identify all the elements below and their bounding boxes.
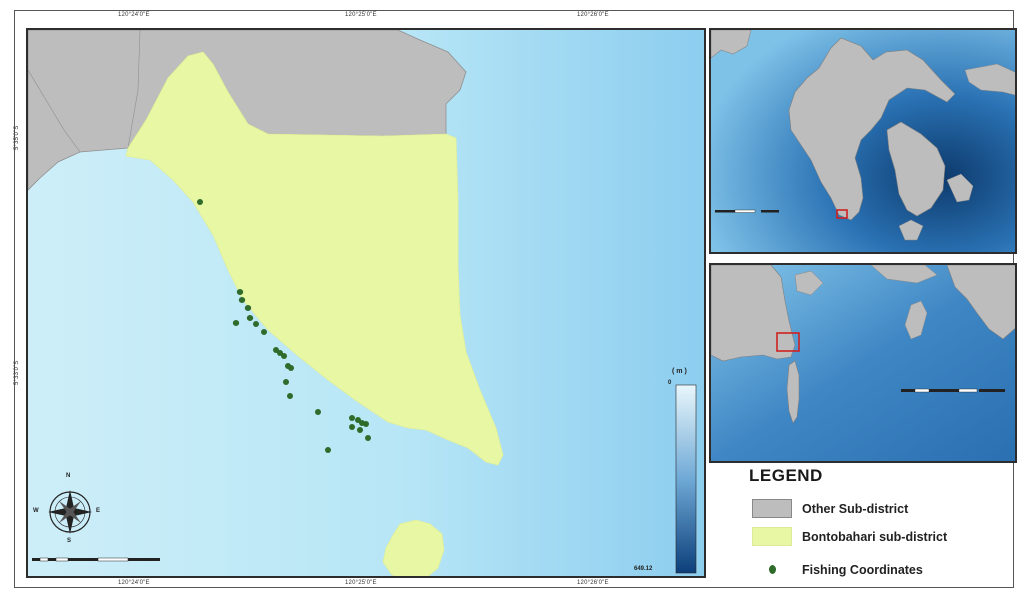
compass-n-label: N <box>66 473 71 479</box>
fishing-points <box>197 199 371 453</box>
inset2-scale-bar <box>901 388 1005 393</box>
fishing-point <box>281 353 287 359</box>
fishing-point <box>261 329 267 335</box>
boundary-line <box>28 69 81 153</box>
fishing-point <box>357 427 363 433</box>
depth-colorbar <box>675 384 697 574</box>
inset1-scale-bar <box>715 209 779 213</box>
bontobahari-subdistrict <box>125 51 504 466</box>
legend-label-fishing: Fishing Coordinates <box>802 562 923 577</box>
tick-bottom-2: 120°25'0"E <box>345 580 377 586</box>
tick-bottom-3: 120°26'0"E <box>577 580 609 586</box>
fishing-point <box>325 447 331 453</box>
fishing-point <box>283 379 289 385</box>
main-map-svg <box>28 30 704 576</box>
fishing-point <box>232 320 240 326</box>
tick-top-3: 120°26'0"E <box>577 12 609 18</box>
inset2-study-area-box <box>776 332 800 352</box>
inset-map-sulawesi[interactable] <box>709 28 1017 254</box>
legend-label-bontobahari: Bontobahari sub-district <box>802 529 948 544</box>
fishing-point <box>244 305 252 311</box>
fishing-point <box>287 393 293 399</box>
legend-swatch-other <box>752 499 792 518</box>
inset1-land-nw <box>711 30 752 59</box>
fishing-point <box>349 424 355 430</box>
inset2-land <box>794 270 824 296</box>
fishing-point-symbol <box>768 565 776 574</box>
depth-min-label: 649.12 <box>634 566 653 572</box>
inset2-mainland <box>711 265 796 362</box>
legend-item-bontobahari: Bontobahari sub-district <box>752 527 947 546</box>
boundary-line <box>127 30 141 149</box>
legend-title: LEGEND <box>749 466 823 485</box>
small-island <box>382 519 445 576</box>
legend-item-other: Other Sub-district <box>752 499 908 518</box>
compass-rose <box>48 490 92 534</box>
inset1-se-peninsula <box>886 121 946 217</box>
legend-swatch-fishing <box>752 560 792 579</box>
compass-w-label: W <box>33 508 39 514</box>
fishing-point <box>363 421 369 427</box>
legend-swatch-bontobahari <box>752 527 792 546</box>
tick-top-2: 120°25'0"E <box>345 12 377 18</box>
scale-bar <box>32 557 160 562</box>
inset2-island-mid <box>904 300 928 340</box>
inset1-sulawesi-land <box>788 37 956 221</box>
compass-e-label: E <box>96 508 101 514</box>
inset-map-south-sulawesi-svg <box>711 265 1015 461</box>
compass-s-label: S <box>67 538 72 544</box>
fishing-point <box>253 321 259 327</box>
fishing-point <box>365 435 371 441</box>
inset1-land-ne <box>964 63 1015 96</box>
inset-map-south-sulawesi[interactable] <box>709 263 1017 463</box>
inset2-land-north <box>870 265 938 284</box>
inset1-study-area-box <box>836 209 848 219</box>
fishing-point <box>238 297 246 303</box>
inset2-land-east <box>946 265 1015 340</box>
fishing-point <box>197 199 203 205</box>
main-map[interactable] <box>26 28 706 578</box>
fishing-point <box>288 365 294 371</box>
inset1-island-south <box>898 219 924 241</box>
fishing-point <box>349 415 355 421</box>
tick-top-1: 120°24'0"E <box>118 12 150 18</box>
tick-left-2: 5°33'0"S <box>14 360 20 385</box>
fishing-point <box>236 289 244 295</box>
legend-item-fishing: Fishing Coordinates <box>752 560 923 579</box>
tick-left-1: 5°35'0"S <box>14 125 20 150</box>
inset2-selayar-island <box>786 360 800 424</box>
fishing-point <box>246 315 254 321</box>
tick-bottom-1: 120°24'0"E <box>118 580 150 586</box>
inset-map-sulawesi-svg <box>711 30 1015 252</box>
fishing-point <box>315 409 321 415</box>
legend-label-other: Other Sub-district <box>802 501 909 516</box>
depth-max-label: 0 <box>668 380 672 386</box>
inset1-island <box>946 173 974 203</box>
depth-unit-label: ( m ) <box>672 368 687 375</box>
